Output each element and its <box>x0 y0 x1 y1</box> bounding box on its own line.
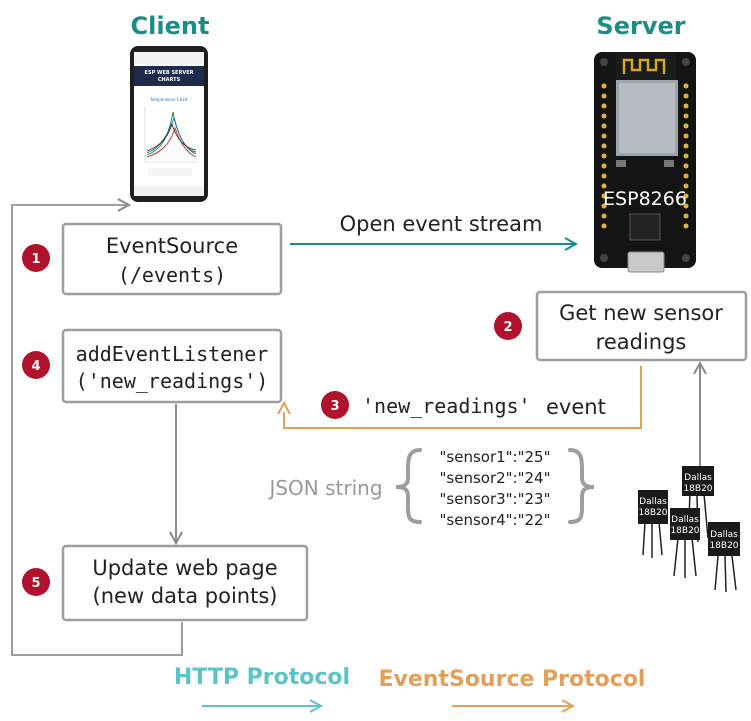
json-left-brace <box>395 448 422 524</box>
update-web-page-sub: (new data points) <box>93 584 278 608</box>
http-loop-arrow <box>11 205 183 656</box>
json-line-1: "sensor1":"25" <box>440 448 551 466</box>
sensor-4-model: 18B20 <box>709 541 738 551</box>
step-1-badge: 1 <box>22 244 50 272</box>
sensor-4-label: Dallas <box>710 530 738 540</box>
update-web-page-label: Update web page <box>92 556 277 580</box>
step-4-badge: 4 <box>22 351 50 379</box>
sensor-2-label: Dallas <box>671 515 699 525</box>
eventsource-label: EventSource <box>106 234 238 258</box>
get-readings-sub: readings <box>596 330 687 354</box>
client-title: Client <box>131 12 210 40</box>
sensor-2-model: 18B20 <box>670 526 699 536</box>
svg-text:4: 4 <box>31 359 40 374</box>
legend-eventsource-label: EventSource Protocol <box>379 667 646 692</box>
add-event-listener-label: addEventListener <box>76 342 269 366</box>
server-title: Server <box>596 12 685 40</box>
step-5-badge: 5 <box>22 568 50 596</box>
eventsource-path: (/events) <box>118 263 226 287</box>
event-label: event <box>546 395 606 419</box>
phone-icon: ESP WEB SERVER CHARTS Temperature Chart <box>130 46 208 202</box>
eventsource-box <box>61 222 283 296</box>
get-readings-label: Get new sensor <box>559 301 723 325</box>
json-string-label: JSON string <box>267 476 382 500</box>
svg-text:1: 1 <box>31 252 40 267</box>
new-readings-event-arrow <box>284 366 642 429</box>
phone-chart-title: Temperature Chart <box>149 97 188 102</box>
add-event-listener-box <box>61 328 283 404</box>
new-readings-code: 'new_readings' <box>362 394 531 418</box>
add-event-listener-arg: ('new_readings') <box>76 369 269 393</box>
ds18b20-sensors-icon: Dallas 18B20 Dallas 18B20 Dallas 18B20 D… <box>638 466 740 593</box>
sensor-1-model: 18B20 <box>638 508 667 518</box>
svg-text:5: 5 <box>31 576 40 591</box>
svg-text:3: 3 <box>330 399 339 414</box>
update-web-page-box <box>61 544 309 622</box>
sensor-3-model: 18B20 <box>683 484 712 494</box>
step-2-badge: 2 <box>494 312 522 340</box>
json-right-brace <box>568 448 595 524</box>
json-line-4: "sensor4":"22" <box>440 511 551 529</box>
sensor-3-label: Dallas <box>684 473 712 483</box>
phone-header: ESP WEB SERVER <box>145 70 194 76</box>
json-line-2: "sensor2":"24" <box>440 469 551 487</box>
legend-http-label: HTTP Protocol <box>174 665 350 690</box>
esp8266-board-icon: ESP8266 <box>594 52 696 273</box>
get-readings-box <box>535 290 748 362</box>
open-stream-label: Open event stream <box>340 212 543 236</box>
step-3-badge: 3 <box>321 391 349 419</box>
sensor-1-label: Dallas <box>639 497 667 507</box>
phone-header-2: CHARTS <box>158 77 181 83</box>
esp8266-label: ESP8266 <box>603 188 687 210</box>
json-line-3: "sensor3":"23" <box>440 490 551 508</box>
svg-text:2: 2 <box>503 320 512 335</box>
